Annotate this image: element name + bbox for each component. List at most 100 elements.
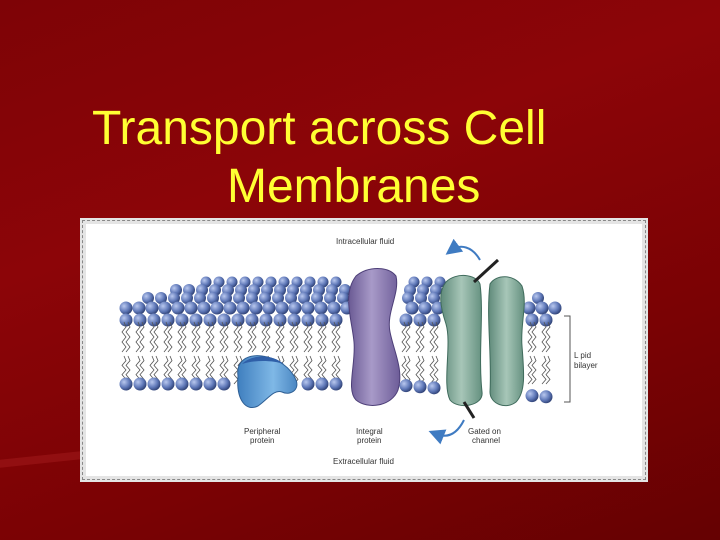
lipid-head	[337, 292, 349, 304]
lipid-tail	[135, 321, 141, 353]
lipid-tail	[531, 321, 537, 353]
lipid-head	[132, 301, 146, 315]
peripheral-protein-top	[242, 356, 284, 364]
lipid-tails	[121, 321, 551, 385]
lipid-head	[259, 313, 273, 327]
lipid-head	[194, 292, 206, 304]
integral-protein-shape	[348, 268, 401, 406]
lipid-head	[147, 313, 161, 327]
lipid-head	[532, 292, 544, 304]
lipid-tail	[191, 321, 197, 353]
lipid-head	[399, 313, 413, 327]
lipid-head	[161, 377, 175, 391]
lipid-head	[207, 292, 219, 304]
lipid-tail	[195, 321, 201, 353]
lipid-head	[158, 301, 172, 315]
lipid-head	[259, 292, 271, 304]
lipid-tail	[545, 321, 551, 353]
lipid-head	[539, 390, 553, 404]
lipid-tail	[429, 321, 435, 353]
lipid-head	[287, 313, 301, 327]
lipid-tail	[429, 355, 435, 385]
lipid-tail	[247, 321, 253, 353]
arrow-top-icon	[445, 238, 481, 261]
lipid-head	[133, 313, 147, 327]
gate-bar-top	[472, 258, 500, 284]
lipid-tail	[527, 355, 533, 385]
lipid-head	[327, 301, 341, 315]
lipid-head	[231, 313, 245, 327]
lipid-head	[413, 380, 427, 394]
label-peripheral-line2: protein	[250, 436, 274, 445]
lipid-tail	[415, 321, 421, 353]
lipid-head	[548, 301, 562, 315]
lipid-tail	[251, 321, 257, 353]
lipid-head	[161, 313, 175, 327]
lipid-tail	[293, 321, 299, 353]
lipid-tail	[237, 321, 243, 353]
lipid-tail	[181, 321, 187, 353]
lipid-bilayer-lower	[119, 377, 553, 404]
lipid-tail	[541, 355, 547, 385]
lipid-head	[262, 301, 276, 315]
lipid-head	[315, 377, 329, 391]
lipid-head	[329, 377, 343, 391]
gate-bar-bottom	[462, 401, 476, 419]
lipid-head	[175, 377, 189, 391]
lipid-tail	[289, 321, 295, 353]
lipid-tail	[405, 355, 411, 385]
lipid-head	[171, 301, 185, 315]
label-extracellular-fluid: Extracellular fluid	[333, 457, 394, 466]
lipid-head	[273, 313, 287, 327]
slide-title: Transport across Cell Membranes	[92, 100, 652, 216]
lipid-tail	[527, 321, 533, 353]
lipid-head	[418, 301, 432, 315]
label-gated-line1: Gated on	[468, 427, 501, 436]
lipid-head	[525, 313, 539, 327]
lipid-tail	[265, 321, 271, 353]
label-gated-line2: channel	[472, 436, 500, 445]
lipid-tail	[149, 321, 155, 353]
lipid-tail	[275, 321, 281, 353]
lipid-head	[181, 292, 193, 304]
lipid-tail	[419, 355, 425, 385]
lipid-tail	[153, 321, 159, 353]
lipid-tail	[279, 321, 285, 353]
lipid-tail	[223, 321, 229, 353]
lipid-head	[535, 301, 549, 315]
arrow-bottom-icon	[428, 419, 465, 445]
slide-title-line2: Membranes	[227, 160, 481, 214]
lipid-head	[223, 301, 237, 315]
lipid-tail	[433, 355, 439, 385]
lipid-head	[415, 292, 427, 304]
lipid-head	[324, 292, 336, 304]
lipid-tail	[219, 321, 225, 353]
bilayer-bracket	[564, 315, 571, 403]
lipid-head	[275, 301, 289, 315]
label-integral-line1: Integral	[356, 427, 383, 436]
label-peripheral-line1: Peripheral	[244, 427, 281, 436]
lipid-head	[413, 313, 427, 327]
lipid-head	[145, 301, 159, 315]
lipid-tail	[321, 321, 327, 353]
lipid-head	[175, 313, 189, 327]
lipid-tail	[415, 355, 421, 385]
gated-channel-right-half	[488, 276, 525, 407]
lipid-head	[203, 377, 217, 391]
lipid-tail	[541, 321, 547, 353]
lipid-head	[168, 292, 180, 304]
lipid-tail	[419, 321, 425, 353]
lipid-tail	[401, 321, 407, 353]
lipid-tail	[335, 321, 341, 353]
membrane-diagram-frame: Intracellular fluid L pid bilayer Periph…	[80, 218, 648, 482]
lipid-head	[155, 292, 167, 304]
membrane-diagram: Intracellular fluid L pid bilayer Periph…	[119, 237, 598, 466]
lipid-tail	[303, 321, 309, 353]
lipid-tail	[121, 321, 127, 353]
lipid-tail	[177, 321, 183, 353]
lipid-head	[314, 301, 328, 315]
lipid-head	[119, 301, 133, 315]
lipid-head	[311, 292, 323, 304]
label-bilayer-line1: L pid	[574, 351, 591, 360]
lipid-head	[427, 381, 441, 395]
